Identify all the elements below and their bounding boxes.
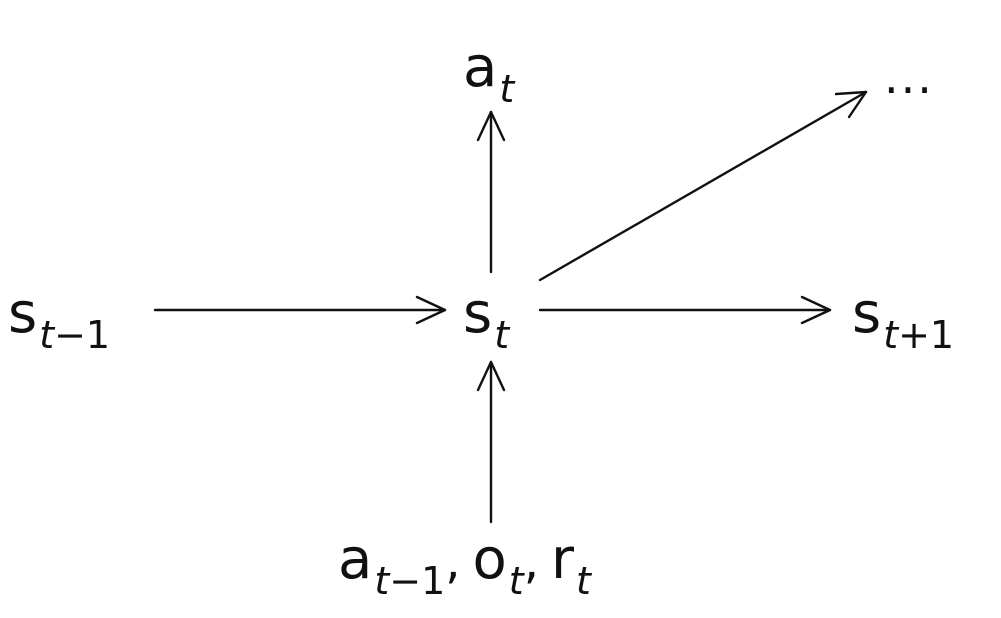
action-subscript: t [499,67,515,111]
prev-action-symbol: a [338,527,373,592]
state-symbol: s [463,281,493,346]
edge-prev-to-current [153,295,447,325]
edge-inputs-to-current [476,360,506,524]
node-ellipsis: ... [884,50,934,104]
state-next-symbol: s [852,281,882,346]
observation-symbol: o [472,527,507,592]
prev-action-subscript: t−1 [374,559,446,603]
state-subscript: t [494,313,510,357]
node-state-t: st [463,286,509,355]
node-action-t: at [463,40,514,109]
state-next-subscript: t+1 [883,313,955,357]
state-prev-symbol: s [8,281,38,346]
observation-subscript: t [508,559,524,603]
node-state-next: st+1 [852,286,954,355]
node-inputs: at−1,ot,rt [338,532,591,601]
state-prev-subscript: t−1 [39,313,111,357]
node-state-prev: st−1 [8,286,110,355]
separator-comma: , [445,534,461,590]
edge-current-to-ellipsis [538,90,868,282]
reward-symbol: r [550,527,574,592]
edge-current-to-next [538,295,832,325]
action-symbol: a [463,35,498,100]
separator-comma: , [523,534,539,590]
reward-subscript: t [576,559,591,603]
edge-current-to-action [476,110,506,274]
